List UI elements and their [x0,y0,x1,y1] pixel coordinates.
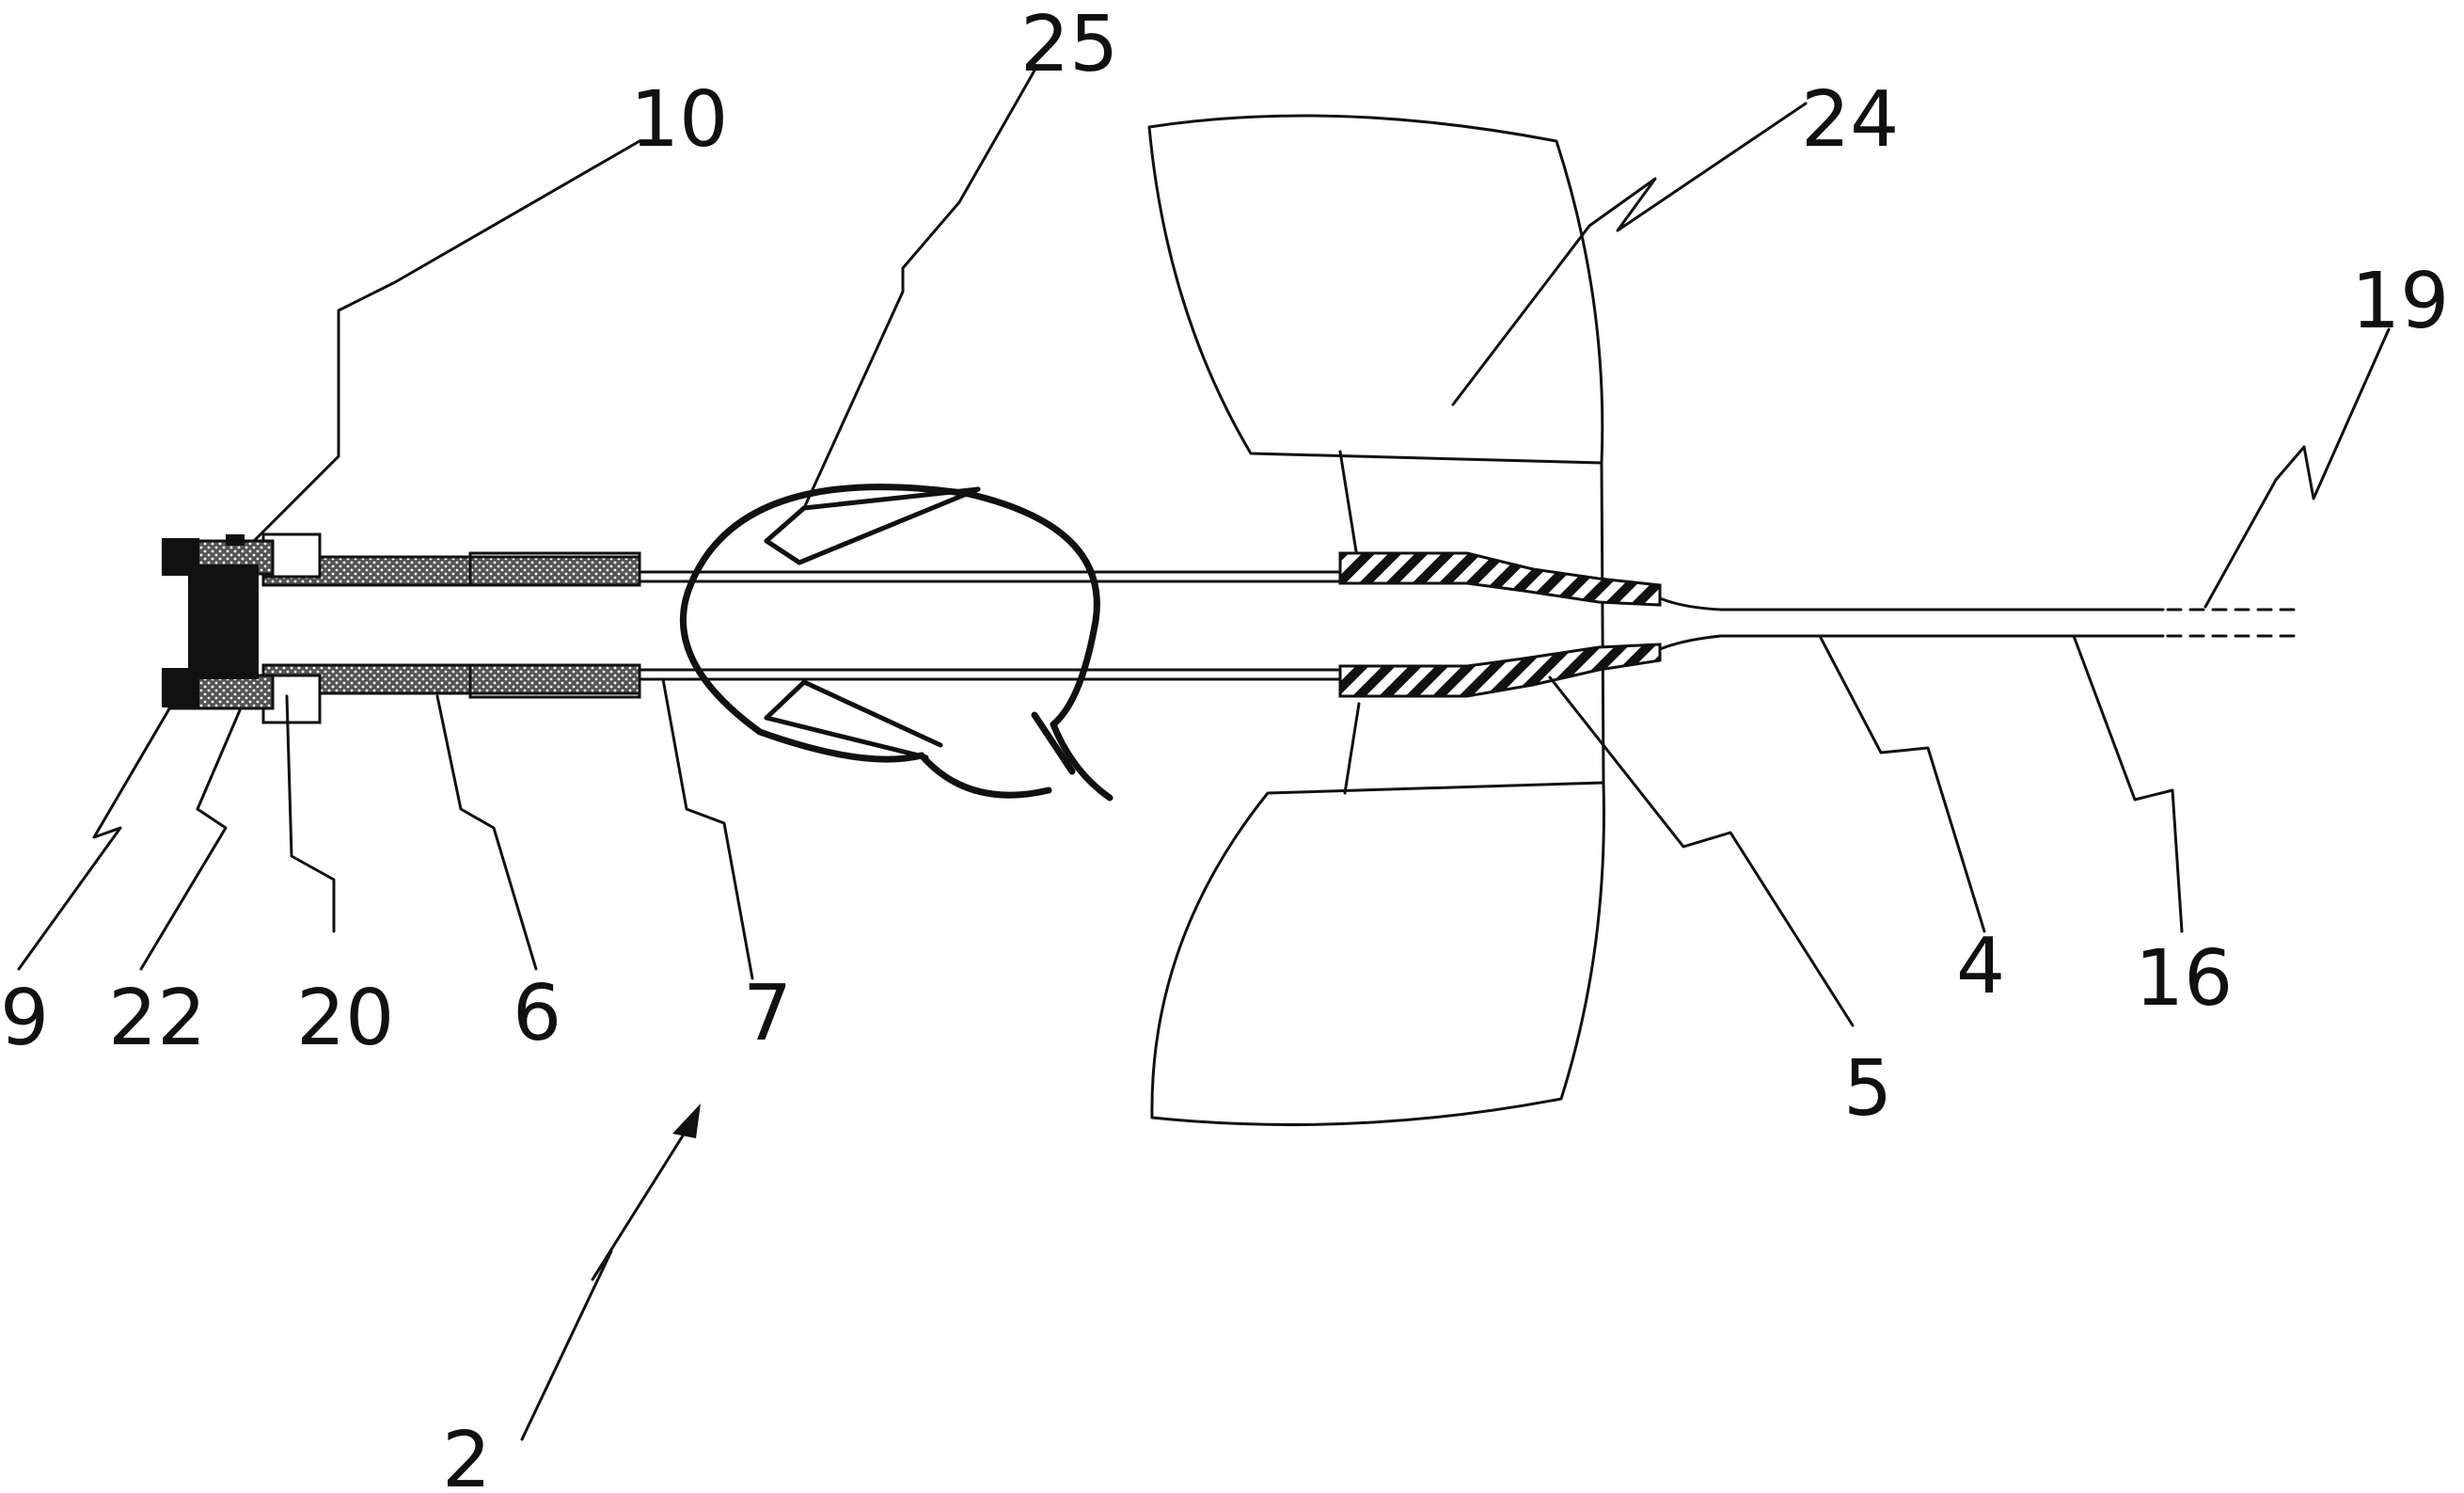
catheter-4 [1660,598,2163,649]
hub-5 [1340,553,1660,696]
wing-edge-right [1602,463,1603,783]
leader-19 [2205,329,2389,607]
leader-5 [1550,677,1853,1025]
arrowhead-2 [672,1104,701,1138]
leader-10 [254,141,640,541]
leader-24 [1453,103,1806,405]
loop-clamp-25 [683,487,1110,798]
leader-6 [437,696,536,969]
leader-20 [287,696,334,931]
leader-25 [804,71,1035,508]
leader-lines [19,71,2389,1439]
label-10: 10 [630,75,728,165]
wing-lower [1152,704,1604,1125]
label-24: 24 [1801,75,1899,165]
label-7: 7 [743,969,792,1058]
label-9: 9 [0,974,49,1063]
label-22: 22 [108,974,206,1063]
label-20: 20 [296,974,394,1063]
tube-7 [640,572,1345,679]
leader-9 [19,706,171,969]
wing-upper [1149,116,1603,569]
broken-line-19 [2168,610,2295,636]
leader-2 [522,1115,696,1439]
label-2: 2 [442,1416,491,1493]
label-25: 25 [1020,0,1118,89]
label-16: 16 [2135,934,2233,1024]
label-4: 4 [1956,922,2005,1011]
notch-10 [226,534,245,546]
label-6: 6 [513,969,561,1058]
leader-4 [1820,636,1984,931]
leader-16 [2074,636,2182,931]
leader-22 [141,710,240,969]
label-5: 5 [1843,1044,1892,1134]
label-19: 19 [2351,257,2449,346]
leader-7 [663,679,752,978]
